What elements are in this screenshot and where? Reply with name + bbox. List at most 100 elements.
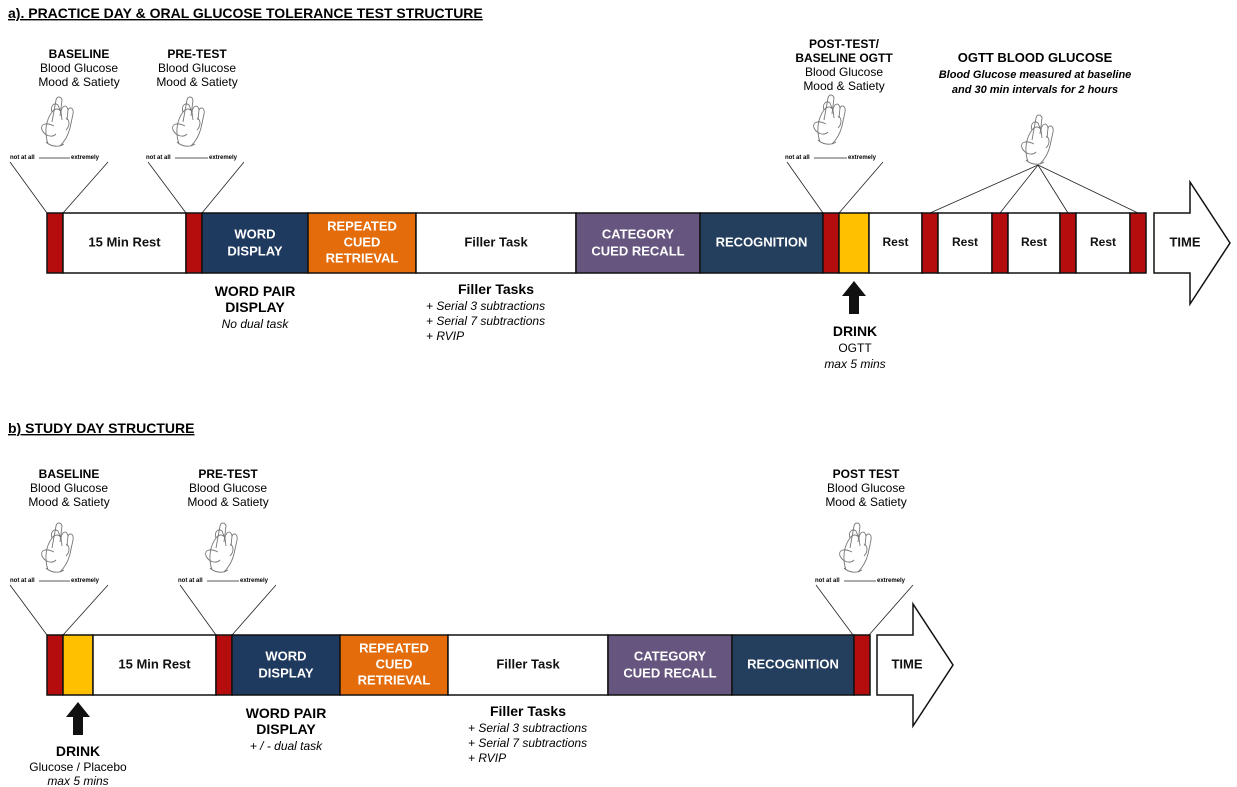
rest-label: Rest	[1021, 235, 1047, 249]
filler-task-label: Filler Task	[496, 656, 560, 671]
pretest-line1: Blood Glucose	[189, 481, 267, 495]
finger-prick-icon	[1021, 114, 1054, 165]
category-label-1: CATEGORY	[602, 226, 675, 241]
connector-line	[147, 161, 187, 214]
baseline-title: BASELINE	[49, 47, 110, 61]
pretest-line2: Mood & Satiety	[156, 75, 237, 89]
connector-line	[9, 584, 48, 636]
retrieval-block	[307, 212, 417, 274]
connector-line	[201, 161, 245, 214]
recognition-block	[731, 634, 855, 696]
rest-15min-label: 15 Min Rest	[118, 656, 191, 671]
rest-15min-block	[62, 212, 187, 274]
scale-high-label: extremely	[71, 155, 100, 161]
drink-line1: Glucose / Placebo	[29, 760, 127, 774]
filler-task-block	[447, 634, 609, 696]
rest-block	[868, 212, 923, 274]
drink-title: DRINK	[833, 323, 877, 339]
connector-line	[62, 584, 109, 636]
retrieval-label-2: CUED	[376, 656, 413, 671]
connector-line	[1037, 164, 1069, 214]
time-label: TIME	[891, 656, 922, 671]
rest-block	[1007, 212, 1061, 274]
scale-high-label: extremely	[848, 155, 877, 161]
baseline-line2: Mood & Satiety	[38, 75, 119, 89]
connector-line	[868, 584, 914, 636]
time-arrow-icon	[1153, 179, 1231, 307]
word-pair-title-1: WORD PAIR	[215, 283, 296, 299]
word-pair-title-2: DISPLAY	[256, 721, 316, 737]
baseline-line1: Blood Glucose	[40, 61, 118, 75]
finger-prick-icon	[839, 522, 872, 573]
posttest-title-2: BASELINE OGTT	[795, 51, 893, 65]
drink-line1: OGTT	[838, 341, 872, 355]
ogtt-line2: and 30 min intervals for 2 hours	[952, 84, 1118, 96]
filler-task-item: + Serial 7 subtractions	[426, 314, 545, 328]
connector-line	[838, 161, 884, 214]
connector-line	[9, 161, 48, 214]
posttest-line2: Mood & Satiety	[825, 495, 906, 509]
blood-sample-marker	[185, 212, 203, 274]
finger-prick-icon	[41, 522, 74, 573]
rest-label: Rest	[1090, 235, 1116, 249]
recognition-label: RECOGNITION	[747, 656, 839, 671]
blood-sample-marker	[921, 212, 939, 274]
word-display-label-2: DISPLAY	[258, 665, 313, 680]
finger-prick-icon	[813, 94, 846, 145]
word-pair-title-1: WORD PAIR	[246, 705, 327, 721]
filler-task-label: Filler Task	[464, 234, 528, 249]
scale-high-label: extremely	[877, 578, 906, 584]
arrow-up-icon	[66, 702, 90, 735]
retrieval-label-1: REPEATED	[327, 218, 397, 233]
scale-low-label: not at all	[815, 578, 840, 584]
category-recall-block	[575, 212, 701, 274]
posttest-title: POST TEST	[833, 467, 900, 481]
timeline-a: 15 Min Rest WORD DISPLAY REPEATED CUED R…	[46, 212, 1147, 274]
posttest-line2: Mood & Satiety	[803, 79, 884, 93]
category-label-2: CUED RECALL	[623, 665, 716, 680]
category-recall-block	[607, 634, 733, 696]
rest-label: Rest	[952, 235, 978, 249]
posttest-title-1: POST-TEST/	[809, 37, 880, 51]
blood-sample-marker	[822, 212, 840, 274]
time-arrow-icon	[876, 601, 954, 729]
rest-15min-label: 15 Min Rest	[88, 234, 161, 249]
connector-line	[1037, 164, 1139, 214]
connector-line	[786, 161, 824, 214]
word-display-block	[231, 634, 341, 696]
filler-task-item: + Serial 7 subtractions	[468, 736, 587, 750]
filler-task-item: + Serial 3 subtractions	[468, 721, 587, 735]
filler-task-item: + Serial 3 subtractions	[426, 299, 545, 313]
scale-low-label: not at all	[785, 155, 810, 161]
blood-sample-marker	[46, 634, 64, 696]
blood-sample-marker	[46, 212, 64, 274]
drink-title: DRINK	[56, 743, 100, 759]
ogtt-line1: Blood Glucose measured at baseline	[939, 69, 1132, 81]
scale-high-label: extremely	[209, 155, 238, 161]
category-label-2: CUED RECALL	[591, 243, 684, 258]
pretest-line2: Mood & Satiety	[187, 495, 268, 509]
rest-label: Rest	[882, 235, 908, 249]
word-pair-title-2: DISPLAY	[225, 299, 285, 315]
scale-high-label: extremely	[71, 578, 100, 584]
connector-line	[179, 584, 217, 636]
scale-high-label: extremely	[240, 578, 269, 584]
baseline-line2: Mood & Satiety	[28, 495, 109, 509]
panel-a-title: a). PRACTICE DAY & ORAL GLUCOSE TOLERANC…	[8, 5, 483, 21]
retrieval-label-1: REPEATED	[359, 640, 429, 655]
pretest-line1: Blood Glucose	[158, 61, 236, 75]
drink-note: max 5 mins	[824, 357, 885, 371]
scale-low-label: not at all	[178, 578, 203, 584]
connector-line	[231, 584, 277, 636]
baseline-line1: Blood Glucose	[30, 481, 108, 495]
time-label: TIME	[1169, 234, 1200, 249]
blood-sample-marker	[215, 634, 233, 696]
retrieval-label-2: CUED	[344, 234, 381, 249]
panel-b-title: b) STUDY DAY STRUCTURE	[8, 420, 194, 436]
filler-task-item: + RVIP	[426, 329, 464, 343]
blood-sample-marker	[1129, 212, 1147, 274]
drink-block	[838, 212, 870, 274]
connector-line	[999, 164, 1039, 214]
pretest-title: PRE-TEST	[198, 467, 258, 481]
recognition-label: RECOGNITION	[716, 234, 808, 249]
